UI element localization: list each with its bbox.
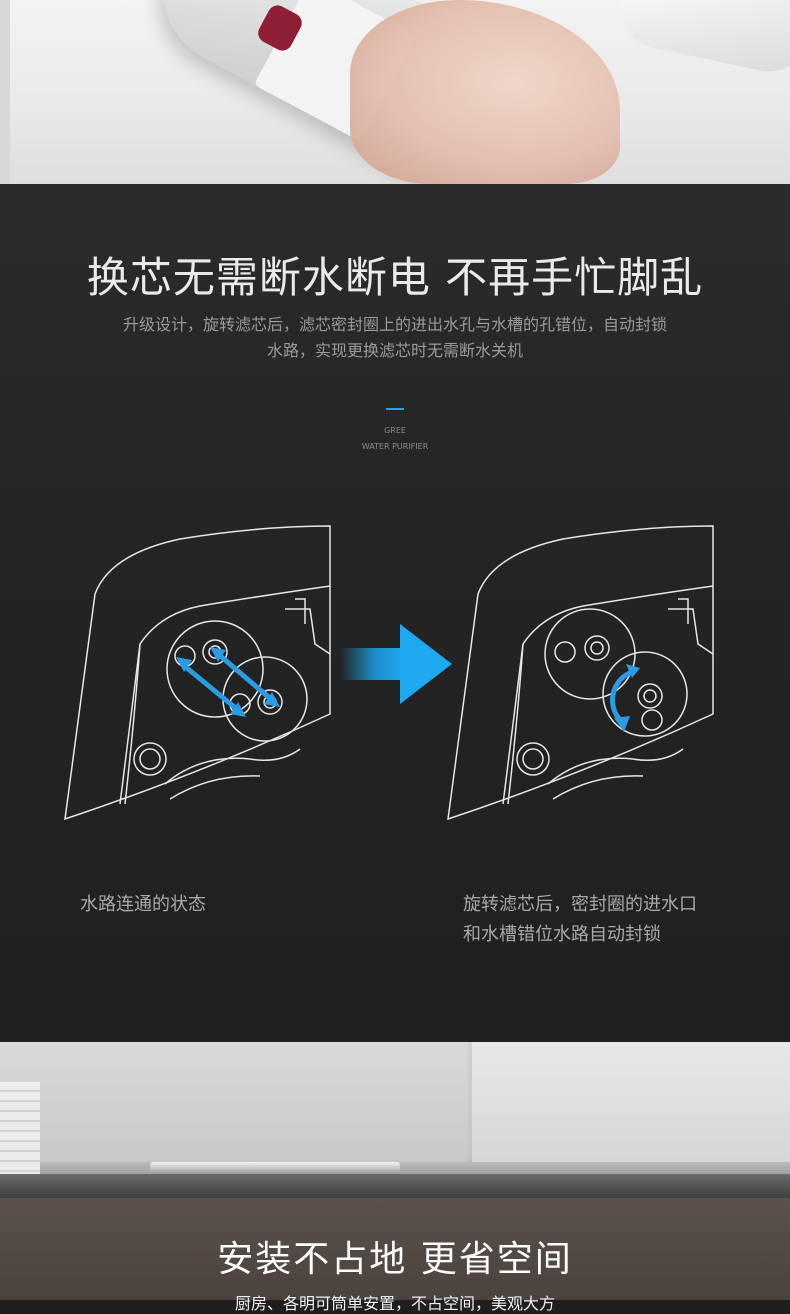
- lower-part-left-2: [169, 775, 261, 800]
- filter-replacement-photo: [0, 0, 790, 184]
- seal-port-left-b: [257, 689, 283, 715]
- valve-port-left-2: [202, 639, 228, 665]
- housing-inner-left: [119, 585, 331, 805]
- brand-tag: GREE WATER PURIFIER: [0, 423, 790, 455]
- housing-inner-right: [502, 585, 714, 805]
- cabinet-left: [0, 1042, 468, 1162]
- section-description: 升级设计，旋转滤芯后，滤芯密封圈上的进出水孔与水槽的孔错位，自动封锁 水路，实现…: [95, 312, 695, 364]
- seal-port-right-b: [641, 709, 663, 731]
- photo-edge: [0, 0, 10, 184]
- rotation-arrow-right: [610, 664, 640, 732]
- hand-image: [350, 0, 620, 184]
- caption-connected: 水路连通的状态: [80, 894, 206, 915]
- screw-left-inner: [139, 748, 161, 770]
- housing-locked-state: [447, 525, 714, 821]
- bracket-left: [285, 608, 331, 655]
- lower-part-left: [164, 748, 301, 785]
- bracket-left-2: [295, 598, 306, 624]
- seal-port-right-a: [637, 683, 663, 709]
- second-cartridge: [613, 0, 790, 79]
- housing-inner-wall-right: [507, 643, 524, 805]
- accent-divider: [386, 408, 404, 410]
- seal-ring-right: [602, 651, 688, 737]
- bracket-right-2: [678, 598, 689, 624]
- counter-shelf: [0, 1174, 790, 1198]
- description-line-2: 水路，实现更换滤芯时无需断水关机: [266, 341, 523, 360]
- transition-arrow: [340, 624, 452, 704]
- housing-connected-state: [64, 525, 331, 821]
- screw-left: [133, 742, 167, 776]
- flow-arrows-left: [176, 647, 280, 717]
- caption-locked-line-2: 和水槽错位水路自动封锁: [463, 924, 661, 945]
- lower-part-right: [547, 748, 684, 785]
- valve-body-left: [166, 620, 264, 718]
- kitchen-photo: [0, 1042, 790, 1300]
- installation-headline: 安装不占地 更省空间: [217, 1239, 573, 1280]
- seal-port-right-a-inner: [643, 689, 657, 703]
- cabinet-right: [472, 1042, 790, 1162]
- bracket-right: [668, 608, 714, 655]
- feature-section: 换芯无需断水断电 不再手忙脚乱 升级设计，旋转滤芯后，滤芯密封圈上的进出水孔与水…: [0, 184, 790, 1042]
- valve-port-right-2: [584, 635, 610, 661]
- caption-locked: 旋转滤芯后，密封圈的进水口 和水槽错位水路自动封锁: [463, 890, 763, 950]
- section-headline: 换芯无需断水断电 不再手忙脚乱: [86, 253, 704, 302]
- brand-name: GREE: [384, 426, 406, 435]
- description-line-1: 升级设计，旋转滤芯后，滤芯密封圈上的进出水孔与水槽的孔错位，自动封锁: [122, 315, 667, 334]
- backsplash-wall: [0, 1198, 790, 1300]
- valve-port-right-1: [554, 641, 576, 663]
- housing-inner-wall-left: [124, 643, 141, 805]
- housing-outline-right: [447, 525, 714, 821]
- screw-right-inner: [522, 748, 544, 770]
- screw-right: [516, 742, 550, 776]
- lower-part-right-2: [552, 775, 644, 800]
- valve-body-right: [544, 608, 636, 700]
- housing-outline-left: [64, 525, 331, 821]
- cabinet-handle: [150, 1162, 400, 1174]
- caption-locked-line-1: 旋转滤芯后，密封圈的进水口: [463, 894, 697, 915]
- rotation-diagram: [64, 525, 714, 821]
- installation-subtext: 厨房、各明可筒单安置，不占空间，美观大方: [234, 1294, 555, 1313]
- valve-port-right-2-inner: [590, 641, 604, 655]
- brand-product: WATER PURIFIER: [361, 442, 429, 451]
